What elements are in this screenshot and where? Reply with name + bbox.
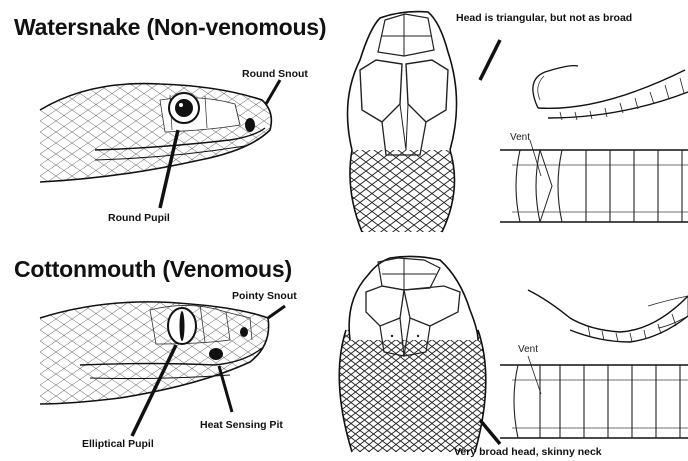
watersnake-vent-pointer — [530, 140, 541, 176]
pointy-snout-label: Pointy Snout — [232, 290, 297, 302]
round-pupil-label: Round Pupil — [108, 212, 170, 224]
cottonmouth-vent-label: Vent — [518, 344, 538, 355]
elliptical-pupil-label: Elliptical Pupil — [82, 438, 154, 450]
watersnake-top-head — [340, 12, 470, 240]
heat-pit-label: Heat Sensing Pit — [200, 419, 283, 431]
cottonmouth-head-label: Very broad head, skinny neck — [454, 446, 602, 458]
round-snout-label: Round Snout — [242, 68, 308, 80]
cottonmouth-vent-scales — [500, 365, 688, 438]
round-snout-arrow — [266, 80, 280, 104]
cottonmouth-side-head — [0, 290, 290, 410]
watersnake-vent-scales — [500, 150, 688, 222]
cottonmouth-head-arrow — [480, 420, 500, 444]
cottonmouth-eye — [168, 308, 196, 344]
cottonmouth-top-head — [320, 256, 500, 455]
cottonmouth-vent-pointer — [528, 356, 541, 394]
cottonmouth-tail-curve — [528, 290, 688, 342]
watersnake-head-arrow — [480, 40, 500, 80]
watersnake-eye — [169, 93, 199, 123]
cottonmouth-title: Cottonmouth (Venomous) — [14, 256, 292, 283]
heat-pit-arrow — [219, 366, 232, 412]
watersnake-side-head — [0, 70, 290, 190]
pointy-snout-arrow — [268, 306, 285, 318]
watersnake-vent-label: Vent — [510, 132, 530, 143]
watersnake-title: Watersnake (Non-venomous) — [14, 14, 326, 41]
watersnake-head-label: Head is triangular, but not as broad — [456, 12, 632, 24]
cottonmouth-nostril — [240, 327, 248, 337]
watersnake-tail-curve — [533, 66, 688, 120]
watersnake-nostril — [245, 118, 255, 132]
heat-sensing-pit — [209, 348, 223, 360]
